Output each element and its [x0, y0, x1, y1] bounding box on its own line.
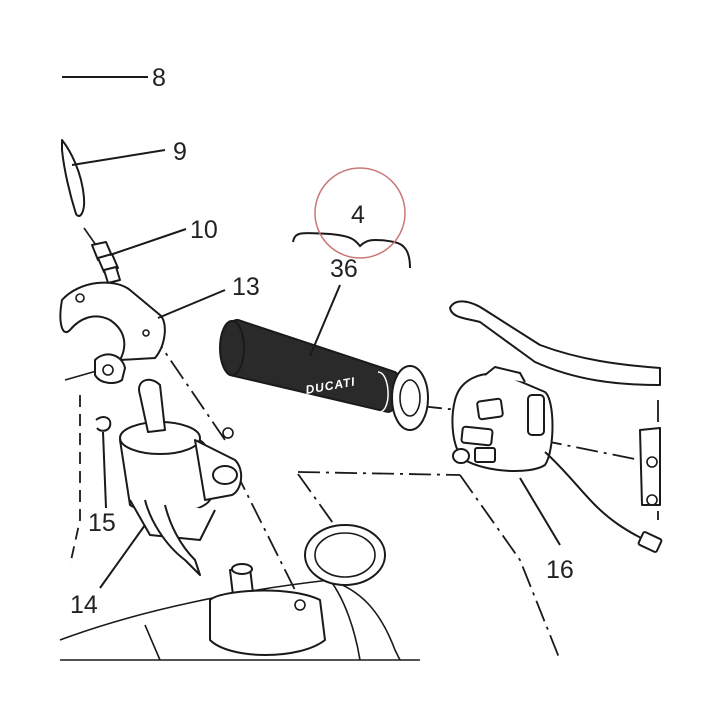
callout-16: 16	[546, 556, 574, 584]
callout-10: 10	[190, 216, 218, 244]
callout-14: 14	[70, 591, 98, 619]
callout-8: 8	[152, 64, 166, 92]
callout-9: 9	[173, 138, 187, 166]
part-36-grip	[219, 284, 429, 431]
part-14-lock	[94, 353, 243, 589]
filler-ring	[209, 524, 386, 656]
callout-4: 4	[351, 201, 365, 229]
callout-15: 15	[88, 509, 116, 537]
highlight-circle	[314, 167, 406, 259]
fairing-outline	[59, 579, 420, 661]
part-13-bracket	[59, 281, 226, 361]
part-15-clip	[95, 416, 112, 509]
brake-lever	[449, 300, 661, 506]
brace-4	[292, 232, 411, 269]
part-16-switchgear	[451, 366, 663, 553]
part-9-cover	[61, 139, 166, 217]
callout-36: 36	[330, 255, 358, 283]
callout-13: 13	[232, 273, 260, 301]
part-10-bolt	[83, 227, 187, 284]
